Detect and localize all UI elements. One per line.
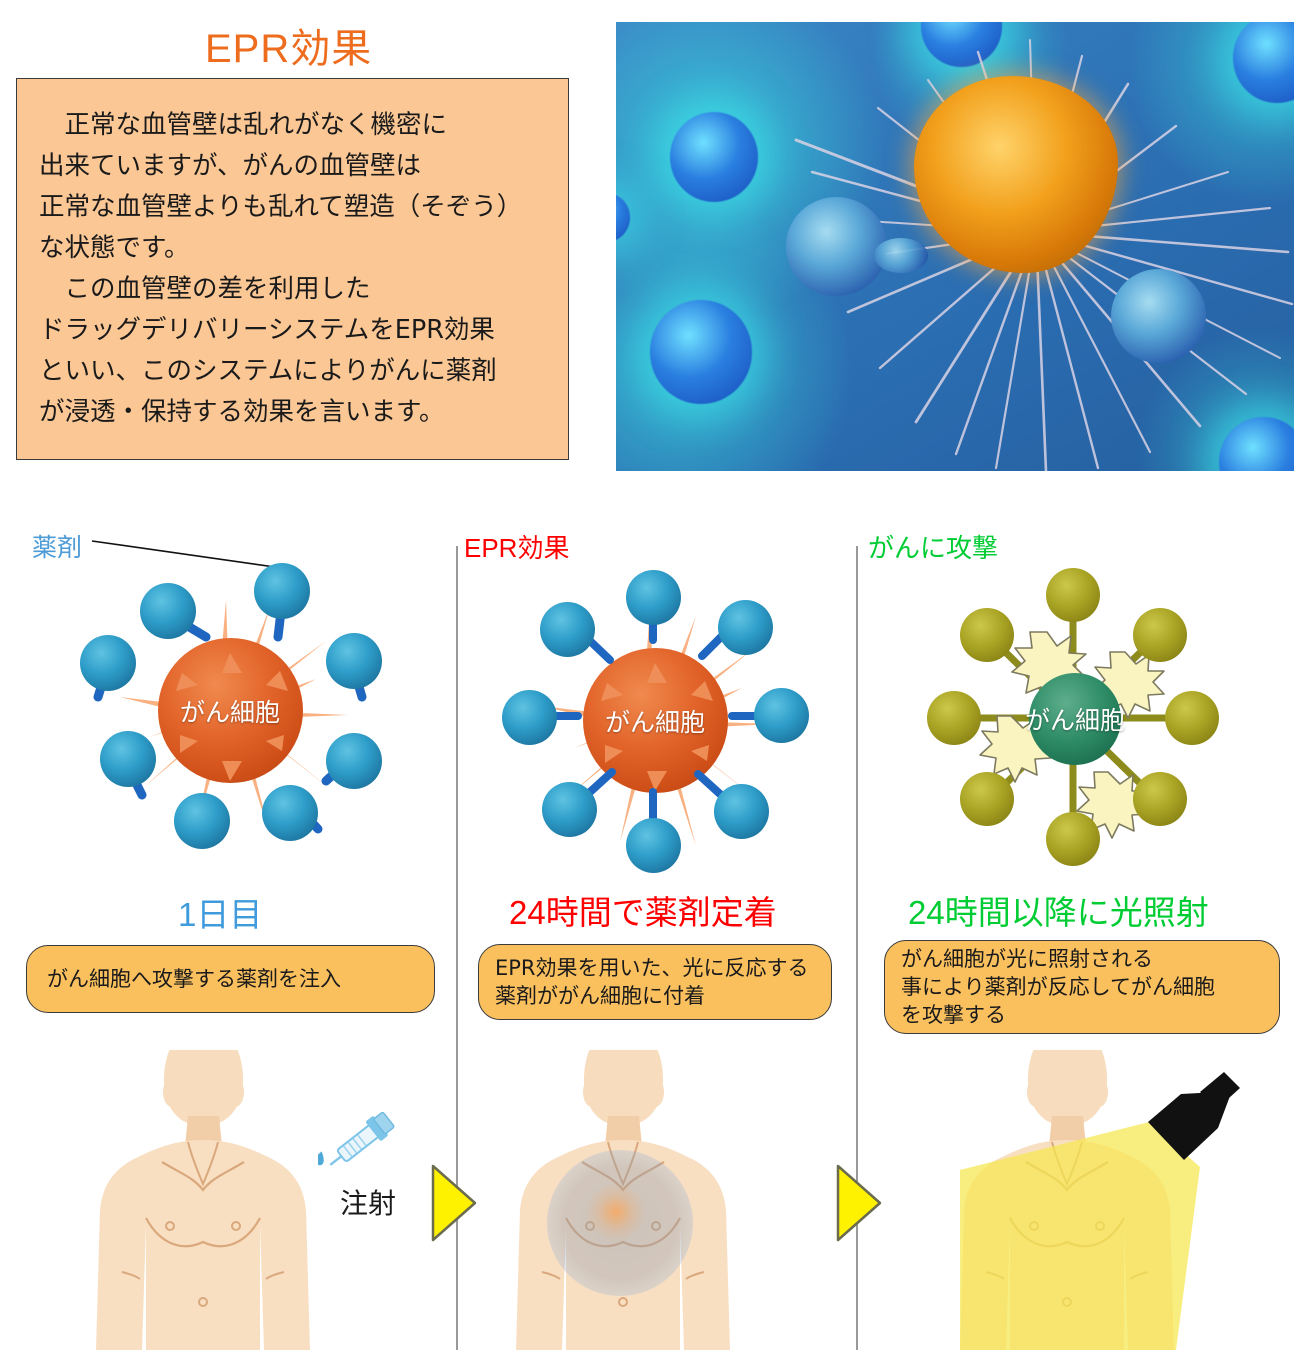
step1-cell-diagram: がん細胞: [30, 545, 430, 875]
flow-arrow-2[interactable]: [835, 1163, 883, 1243]
step3-tag: がんに攻撃: [868, 533, 999, 563]
description-box: 正常な血管壁は乱れがなく機密に 出来ていますが、がんの血管壁は 正常な血管壁より…: [16, 78, 569, 460]
drug-particle: [960, 608, 1014, 662]
step3-cell-label: がん細胞: [1024, 706, 1126, 735]
step3-cancer-cell-body: [1029, 673, 1121, 765]
light-beam: [960, 1122, 1200, 1350]
photo-blob: [670, 111, 759, 202]
drug-particle: [326, 733, 382, 789]
lamp-icon: [1148, 1092, 1230, 1160]
step1-caption-bubble: がん細胞へ攻撃する薬剤を注入: [26, 945, 435, 1013]
drug-callout-label: 薬剤: [32, 533, 83, 562]
tumour-cell: [914, 75, 1118, 274]
drug-particle: [1046, 812, 1100, 866]
photo-lymphocyte: [1110, 268, 1206, 364]
drug-particle: [626, 570, 681, 625]
drug-particle: [542, 782, 597, 837]
drug-particle: [100, 731, 156, 787]
drug-particle: [1133, 772, 1187, 826]
step2-cell-label: がん細胞: [604, 708, 706, 737]
drug-leader-line: [91, 540, 297, 571]
description-text: 正常な血管壁は乱れがなく機密に 出来ていますが、がんの血管壁は 正常な血管壁より…: [39, 110, 523, 427]
human-torso-icon: [516, 1050, 730, 1350]
drug-particle: [502, 690, 557, 745]
drug-particle: [960, 772, 1014, 826]
column-divider-1: [456, 546, 458, 1350]
drug-particle: [1133, 608, 1187, 662]
column-divider-2: [856, 546, 858, 1350]
step3-title: 24時間以降に光照射: [908, 894, 1209, 931]
step1-cell-surface-spikes: [176, 653, 288, 781]
step1-cell-label: がん細胞: [179, 698, 281, 727]
syringe-icon: [318, 1111, 395, 1166]
step2-cell-surface-spikes: [601, 663, 713, 791]
step2-body-figure: [516, 1050, 816, 1350]
photo-lymphocyte: [785, 197, 888, 296]
lamp-icon: [1200, 1072, 1240, 1108]
drug-particle: [540, 602, 595, 657]
drug-particle: [626, 818, 681, 873]
page-title: EPR効果: [205, 27, 373, 71]
step2-caption-text: EPR効果を用いた、光に反応する 薬剤ががん細胞に付着: [495, 956, 809, 1008]
photo-blob: [616, 192, 630, 242]
step3-cell-diagram: がん細胞: [905, 560, 1245, 880]
flow-arrow-1[interactable]: [430, 1163, 478, 1243]
drug-particle: [718, 600, 773, 655]
step2-tag: EPR効果: [464, 533, 570, 563]
photo-blob: [649, 300, 752, 404]
photo-lymphocyte: [873, 237, 928, 274]
step1-title: 1日目: [178, 896, 263, 933]
step2-caption-bubble: EPR効果を用いた、光に反応する 薬剤ががん細胞に付着: [478, 944, 832, 1020]
human-torso-icon: [96, 1050, 310, 1350]
drug-particle: [714, 784, 769, 839]
drug-particle: [1165, 691, 1219, 745]
step2-title: 24時間で薬剤定着: [509, 894, 777, 931]
step3-body-figure: [900, 1050, 1300, 1350]
step3-caption-bubble: がん細胞が光に照射される 事により薬剤が反応してがん細胞 を攻撃する: [884, 940, 1280, 1034]
injection-label: 注射: [340, 1187, 397, 1220]
drug-particle: [1046, 568, 1100, 622]
drug-particle: [254, 563, 310, 619]
step1-caption-text: がん細胞へ攻撃する薬剤を注入: [47, 967, 341, 991]
drug-particle: [174, 793, 230, 849]
drug-particle: [927, 691, 981, 745]
cancer-cell-photo: [616, 22, 1294, 471]
drug-particle: [140, 583, 196, 639]
step2-cell-diagram: がん細胞: [470, 560, 840, 880]
step3-caption-text: がん細胞が光に照射される 事により薬剤が反応してがん細胞 を攻撃する: [901, 947, 1215, 1027]
step1-body-figure: [96, 1050, 396, 1350]
drug-particle: [262, 785, 318, 841]
drug-particle: [754, 688, 809, 743]
human-torso-icon: [960, 1050, 1240, 1350]
tumour-glow: [586, 1182, 646, 1242]
drug-particle: [80, 635, 136, 691]
drug-particle: [326, 633, 382, 689]
